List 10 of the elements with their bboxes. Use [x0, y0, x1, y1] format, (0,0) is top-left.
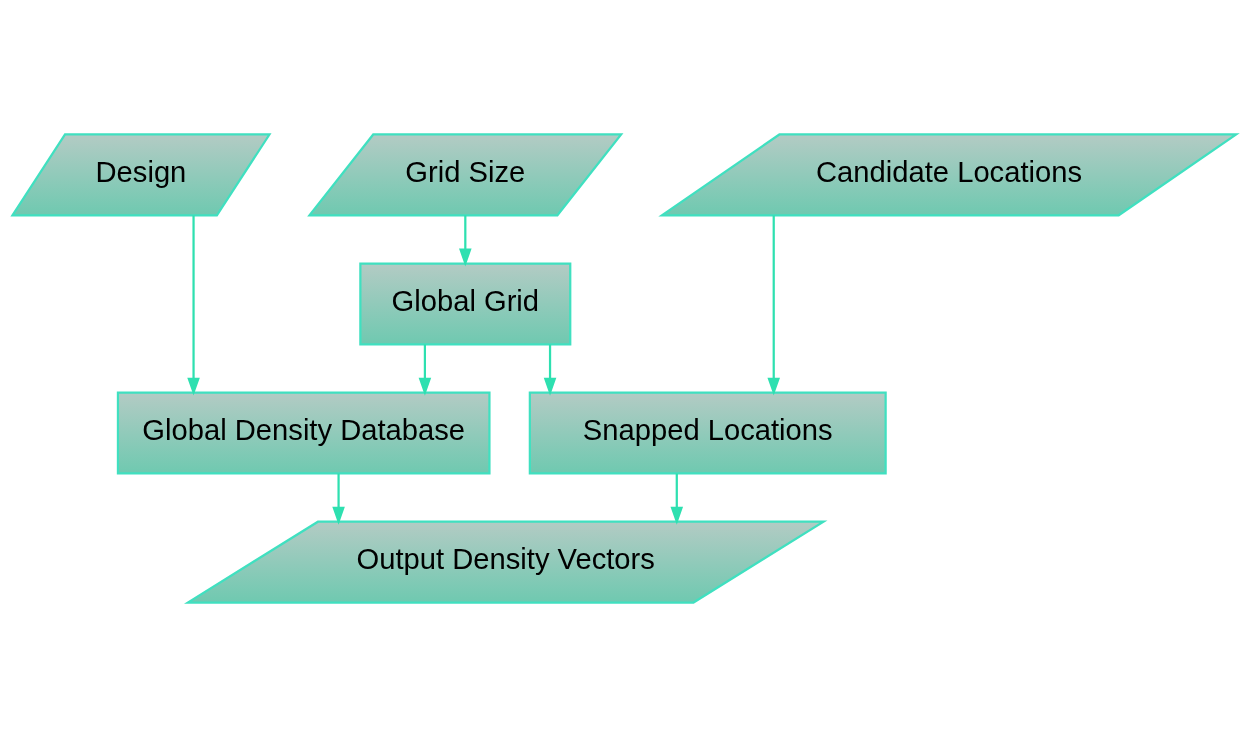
arrow [767, 215, 780, 396]
arrow [543, 344, 557, 396]
arrow [187, 215, 200, 396]
arrow [670, 473, 684, 525]
node-box: Global Density Database [116, 391, 491, 475]
arrow [418, 344, 432, 396]
arrow [332, 473, 345, 525]
node-box: Snapped Locations [528, 391, 887, 475]
node-box: Global Grid [359, 262, 572, 346]
arrow [459, 215, 472, 267]
